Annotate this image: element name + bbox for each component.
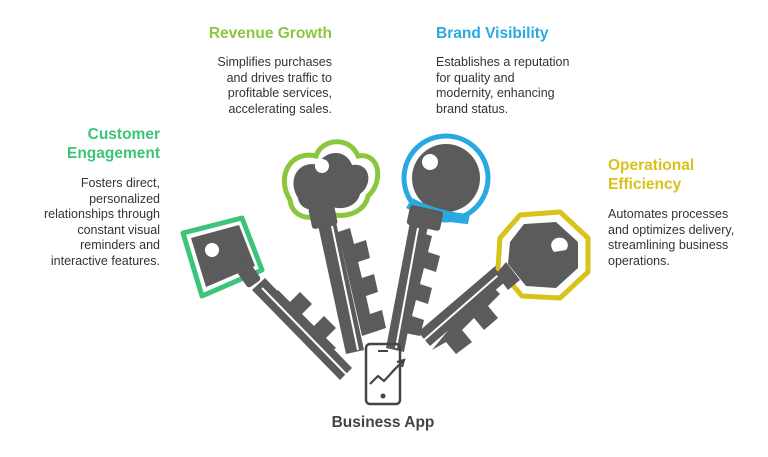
customer-engagement-description: Fosters direct, personalized relationshi… [43, 176, 160, 268]
revenue-growth-description: Simplifies purchases and drives traffic … [217, 55, 332, 116]
customer-engagement-title: Customer Engagement [66, 126, 160, 162]
brand-visibility-title: Brand Visibility [436, 25, 549, 42]
business-app-label: Business App [331, 414, 435, 431]
smartphone-growth-icon [364, 342, 406, 406]
yellow-key-icon [418, 209, 591, 354]
lime-key-icon [281, 139, 386, 354]
green-key-icon [180, 215, 352, 380]
revenue-growth-title: Revenue Growth [208, 25, 332, 42]
blue-key-icon [386, 133, 491, 352]
operational-efficiency-description: Automates processes and optimizes delive… [608, 207, 735, 268]
operational-efficiency-title: Operational Efficiency [608, 157, 695, 193]
brand-visibility-description: Establishes a reputation for quality and… [436, 55, 570, 116]
